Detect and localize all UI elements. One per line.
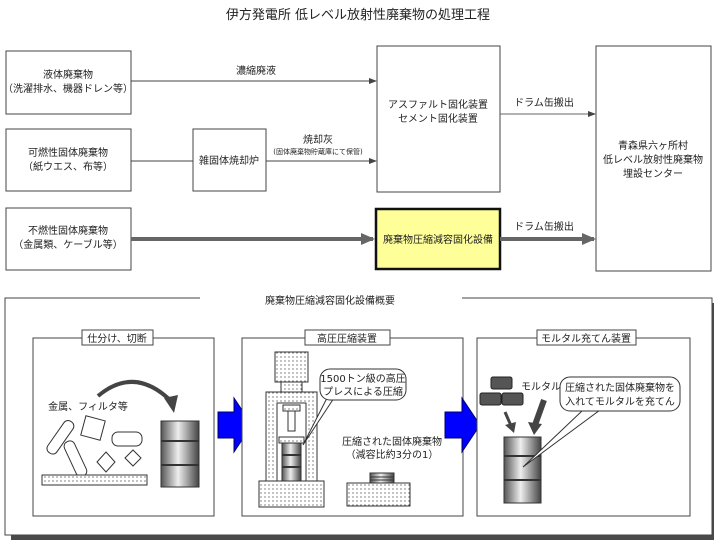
mortar-callout-line2: 入れてモルタルを充てん [565, 395, 675, 408]
edge-drum-2-label: ドラム缶搬出 [514, 220, 574, 233]
source-combustible-line1: 可燃性固体廃棄物 [28, 146, 108, 159]
source-liquid-line1: 液体廃棄物 [43, 68, 93, 81]
press-callout: 1500トン級の高圧 プレスによる圧縮 [302, 368, 407, 446]
mortar-callout: 圧縮された固体廃棄物を 入れてモルタルを充てん [522, 376, 681, 468]
mortar-callout-line1: 圧縮された固体廃棄物を [565, 381, 675, 394]
source-liquid: 液体廃棄物 （洗濯排水、機器ドレン等） [3, 50, 133, 115]
pucks-down-arrow-head [505, 422, 516, 433]
panel-compressor-title: 高圧圧縮装置 [317, 332, 377, 345]
incinerator-label: 雑固体焼却炉 [199, 154, 259, 167]
destination-box: 青森県六ヶ所村 低レベル放射性廃棄物 埋設センター [595, 45, 712, 272]
compressed-block-icon [346, 472, 411, 507]
destination-line3: 埋設センター [623, 167, 683, 180]
panel-sort-cut-title: 仕分け、切断 [87, 332, 147, 345]
source-noncombustible: 不燃性固体廃棄物 （金属類、ケーブル等） [5, 207, 132, 271]
source-liquid-line2: （洗濯排水、機器ドレン等） [3, 82, 133, 95]
source-combustible: 可燃性固体廃棄物 （紙ウエス、布等） [5, 128, 132, 192]
panel-compressor: 高圧圧縮装置 1500トン級の高圧 プレスによる圧縮 圧縮された固体廃棄物 （減… [241, 329, 464, 517]
mortar-down-arrow-head [528, 422, 542, 435]
mortar-label: モルタル [521, 381, 561, 393]
panel-mortar: モルタル充てん装置 モルタル 圧縮された固体廃棄物を 入れてモルタルを充てん [476, 329, 691, 517]
edge-drum-1-label: ドラム缶搬出 [514, 96, 574, 109]
scrap-shapes [46, 415, 143, 478]
work-table [41, 474, 148, 486]
compactor-box: 廃棄物圧縮減容固化設備 [374, 207, 502, 271]
panel-sort-cut-label: 金属、フィルタ等 [48, 400, 128, 413]
press-machine-icon [258, 351, 325, 508]
destination-line2: 低レベル放射性廃棄物 [603, 153, 703, 166]
mortar-down-arrow [532, 398, 547, 427]
incinerator-box: 雑固体焼却炉 [192, 128, 267, 192]
press-callout-line2: プレスによる圧縮 [323, 385, 403, 398]
solidification-line1: アスファルト固化装置 [388, 98, 488, 111]
panel-sort-cut: 仕分け、切断 金属、フィルタ等 [32, 329, 215, 517]
compressed-pucks-icon [479, 376, 524, 406]
edge-ash-note: (固体廃棄物貯蔵庫にて保管) [273, 147, 363, 156]
edge-ash-label: 焼却灰 [303, 133, 333, 146]
mortar-drum-icon [503, 436, 542, 504]
flow-arrow-2-icon [444, 396, 481, 454]
transfer-arrow-head [164, 395, 178, 413]
compressed-note-line2: （減容比約3分の1） [346, 448, 439, 461]
solidification-line2: セメント固化装置 [398, 112, 478, 125]
transfer-arrow [96, 380, 174, 404]
source-combustible-line2: （紙ウエス、布等） [23, 160, 113, 173]
panel-mortar-title: モルタル充てん装置 [541, 332, 631, 345]
compactor-label: 廃棄物圧縮減容固化設備 [383, 233, 493, 246]
compressed-note-line1: 圧縮された固体廃棄物 [342, 435, 442, 448]
drum-icon [160, 420, 200, 488]
press-callout-line1: 1500トン級の高圧 [320, 372, 405, 385]
overview-title: 廃棄物圧縮減容固化設備概要 [265, 294, 395, 307]
solidification-box: アスファルト固化装置 セメント固化装置 [376, 45, 501, 193]
edge-liquid-label: 濃縮廃液 [236, 64, 276, 77]
destination-line1: 青森県六ヶ所村 [618, 139, 688, 152]
source-noncombustible-line1: 不燃性固体廃棄物 [28, 224, 108, 237]
source-noncombustible-line2: （金属類、ケーブル等） [13, 238, 122, 251]
page-title: 伊方発電所 低レベル放射性廃棄物の処理工程 [226, 7, 490, 23]
